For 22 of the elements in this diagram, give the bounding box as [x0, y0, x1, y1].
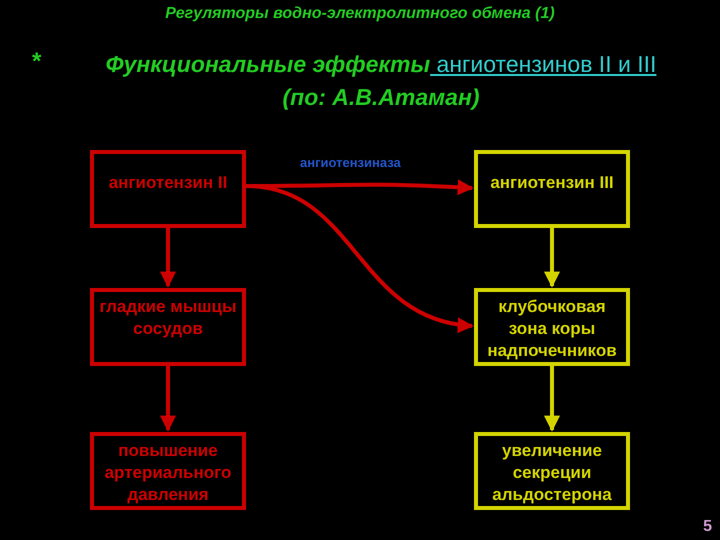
process-box [90, 150, 246, 228]
box-label: повышение артериального давления [104, 440, 232, 506]
bullet-mark: * [32, 48, 42, 76]
box-label: гладкие мышцы сосудов [98, 296, 238, 340]
arrow [160, 228, 176, 288]
process-box [474, 432, 630, 510]
arrow [544, 366, 560, 432]
page-number: 5 [703, 518, 712, 536]
box-label: ангиотензин II [108, 172, 228, 194]
arrow [544, 228, 560, 288]
process-box [474, 150, 630, 228]
arrow [160, 366, 176, 432]
process-box [90, 288, 246, 366]
slide-title: Регуляторы водно-электролитного обмена (1) [164, 5, 556, 23]
process-box [474, 288, 630, 366]
slide-heading: Функциональные эффекты ангиотензинов II и III (по: А.В.Атаман) [104, 50, 658, 112]
process-box [90, 432, 246, 510]
box-label: увеличение секреции альдостерона [491, 440, 613, 506]
edge-label: ангиотензиназа [300, 155, 401, 170]
box-label: ангиотензин III [490, 172, 614, 194]
box-label: клубочковая зона коры надпочечников [486, 296, 618, 362]
arrow [246, 184, 474, 332]
